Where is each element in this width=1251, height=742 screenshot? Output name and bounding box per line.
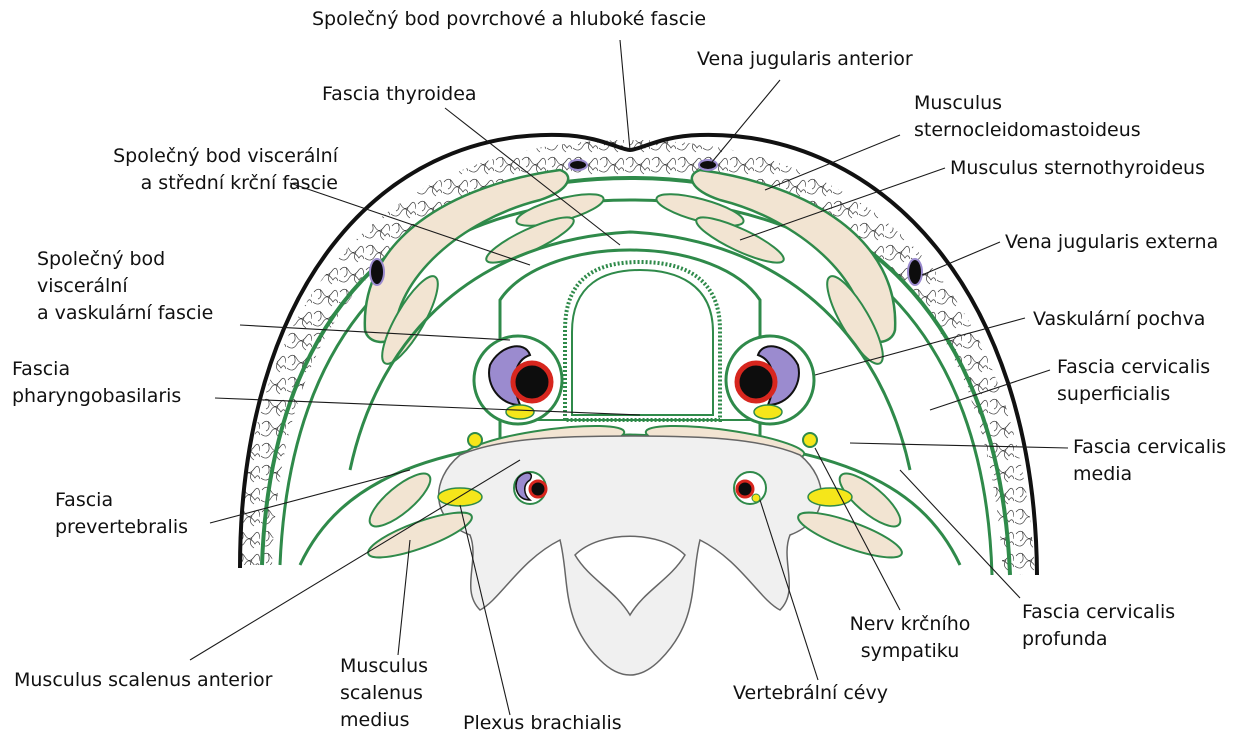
label-fascia-prevertebralis: Fascia prevertebralis xyxy=(55,487,188,541)
label-vertebralni-cevy: Vertebrální cévy xyxy=(733,680,888,707)
vena-jugularis-externa-left xyxy=(370,259,384,285)
label-common-point-visceral-middle: Společný bod viscerální a střední krční … xyxy=(60,143,338,197)
label-musculus-scalenus-medius: Musculus scalenus medius xyxy=(340,653,428,734)
label-vena-jugularis-anterior: Vena jugularis anterior xyxy=(697,46,913,73)
label-musculus-scalenus-anterior: Musculus scalenus anterior xyxy=(14,667,272,694)
label-fascia-thyroidea: Fascia thyroidea xyxy=(322,81,477,108)
label-fascia-cervicalis-media: Fascia cervicalis media xyxy=(1073,434,1226,488)
vena-jugularis-externa-right xyxy=(908,259,922,285)
label-common-point-visceral-vascular: Společný bod viscerální a vaskulární fas… xyxy=(37,246,213,327)
label-fascia-cervicalis-superficialis: Fascia cervicalis superficialis xyxy=(1057,354,1210,408)
label-nerv-krcniho-sympatiku: Nerv krčního sympatiku xyxy=(840,611,980,665)
label-fascia-pharyngobasilaris: Fascia pharyngobasilaris xyxy=(12,356,181,410)
nerv-sympatiku-left xyxy=(468,433,482,447)
label-plexus-brachialis: Plexus brachialis xyxy=(463,710,622,737)
trachea-inner xyxy=(572,270,713,415)
label-fascia-cervicalis-profunda: Fascia cervicalis profunda xyxy=(1022,599,1175,653)
vertebralni-cevy-left xyxy=(514,472,546,504)
nerv-sympatiku-right xyxy=(803,433,817,447)
label-vena-jugularis-externa: Vena jugularis externa xyxy=(1005,229,1218,256)
label-common-point-fasciae: Společný bod povrchové a hluboké fascie xyxy=(312,6,706,33)
vena-jugularis-anterior-left xyxy=(569,160,587,170)
label-musculus-scm: Musculus sternocleidomastoideus xyxy=(914,90,1141,144)
label-vaskularni-pochva: Vaskulární pochva xyxy=(1033,306,1205,333)
label-musculus-sternothyroideus: Musculus sternothyroideus xyxy=(950,155,1205,182)
vaskularni-pochva-left xyxy=(474,336,562,424)
vertebralni-cevy-right xyxy=(734,472,766,504)
plexus-brachialis-right xyxy=(808,488,852,506)
vena-jugularis-anterior-right xyxy=(699,160,717,170)
vaskularni-pochva-right xyxy=(726,336,814,424)
